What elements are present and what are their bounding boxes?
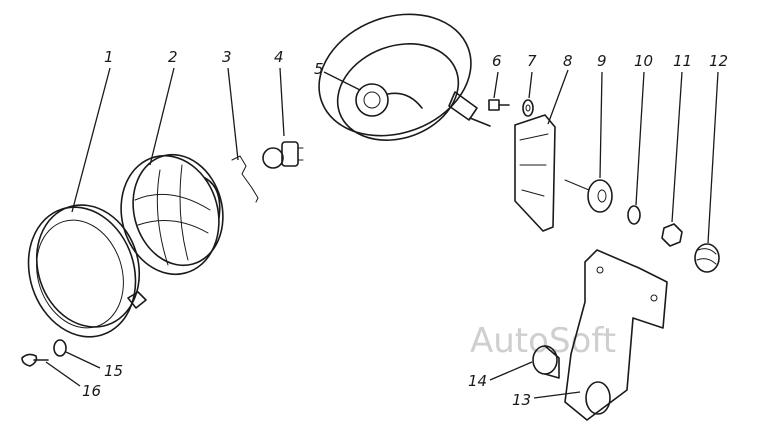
label-2: 2 bbox=[168, 48, 178, 66]
label-13: 13 bbox=[512, 391, 531, 409]
leader-lines bbox=[45, 67, 719, 399]
label-14: 14 bbox=[468, 372, 487, 390]
label-15: 15 bbox=[104, 362, 123, 380]
label-9: 9 bbox=[597, 52, 607, 70]
part-rim bbox=[27, 204, 147, 338]
part-washer bbox=[522, 99, 534, 117]
part-bulb bbox=[262, 141, 304, 169]
part-bushing bbox=[564, 179, 613, 213]
label-5: 5 bbox=[314, 60, 324, 78]
watermark: AutoSoft bbox=[470, 321, 616, 361]
part-screw bbox=[488, 99, 510, 111]
part-lens bbox=[120, 153, 224, 276]
label-6: 6 bbox=[492, 52, 502, 70]
label-7: 7 bbox=[527, 52, 537, 70]
label-8: 8 bbox=[563, 52, 573, 70]
part-bracket bbox=[514, 114, 556, 232]
label-1: 1 bbox=[104, 48, 114, 66]
part-wire bbox=[231, 155, 259, 203]
part-rim-washer bbox=[53, 339, 67, 357]
label-10: 10 bbox=[634, 52, 653, 70]
label-12: 12 bbox=[709, 52, 728, 70]
part-spring-washer bbox=[627, 205, 641, 225]
part-cap-nut bbox=[694, 243, 720, 273]
part-mount-plate bbox=[564, 249, 668, 421]
part-rim-screw bbox=[21, 353, 49, 367]
part-housing bbox=[318, 13, 491, 141]
label-3: 3 bbox=[222, 48, 232, 66]
label-4: 4 bbox=[274, 48, 284, 66]
part-nut bbox=[661, 223, 683, 247]
label-16: 16 bbox=[82, 382, 101, 400]
part-rubber-pad bbox=[532, 345, 560, 379]
label-11: 11 bbox=[673, 52, 692, 70]
